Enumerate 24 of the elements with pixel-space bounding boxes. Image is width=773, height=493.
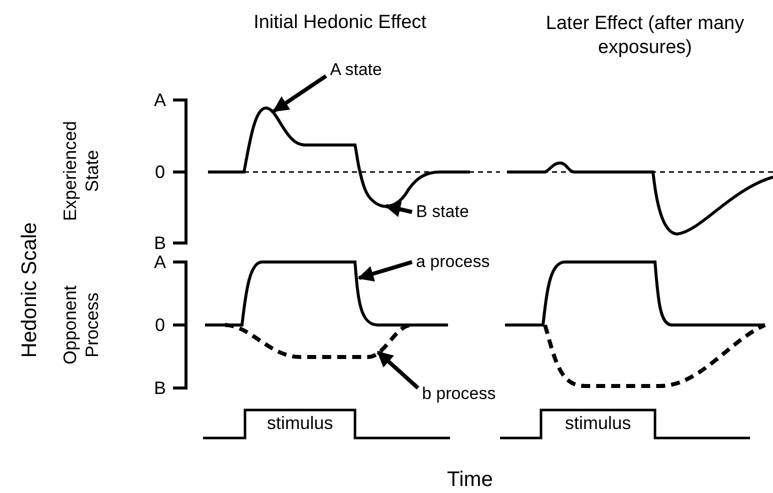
row-label: Experienced State (58, 120, 103, 224)
b-process-curve (224, 323, 412, 359)
scale-label: 0 (154, 161, 166, 183)
scale-label: A (152, 89, 167, 111)
leader-arrow (357, 260, 413, 282)
scale-label: B (152, 377, 167, 399)
hedonic-curve (208, 106, 362, 174)
column-heading: Later Effect (after many exposures) (544, 12, 746, 60)
callout-label: A state (326, 58, 396, 82)
scale-label: 0 (154, 314, 166, 336)
leader-arrow (376, 350, 420, 390)
axis-label: Hedonic Scale (16, 221, 42, 360)
axis-label: Time (446, 468, 494, 492)
leader-arrow (272, 74, 328, 113)
scale-label: B (152, 232, 167, 254)
callout-label: b process (418, 382, 510, 406)
stimulus-label: stimulus (564, 412, 632, 435)
callout-label: B state (412, 200, 484, 224)
callout-label: a process (412, 250, 502, 274)
column-heading: Initial Hedonic Effect (252, 11, 428, 36)
row-label: Opponent Process (58, 284, 103, 367)
stimulus-label: stimulus (266, 412, 334, 435)
leader-arrow (384, 201, 412, 218)
scale-label: A (152, 251, 167, 273)
